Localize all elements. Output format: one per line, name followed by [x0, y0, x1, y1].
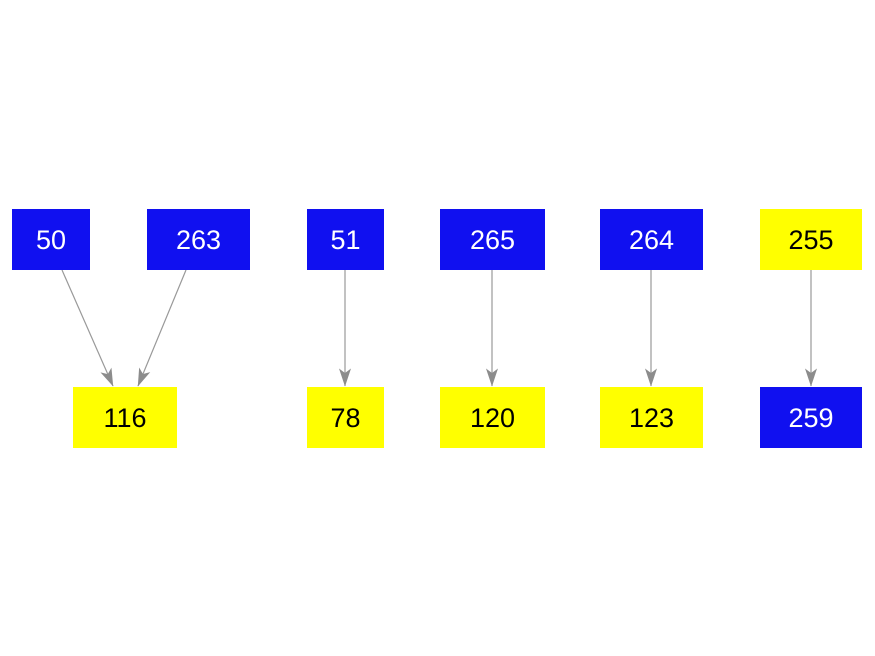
node-259: 259	[760, 387, 862, 448]
node-rect-259	[760, 387, 862, 448]
node-label-259: 259	[788, 403, 833, 433]
node-rect-116	[73, 387, 177, 448]
node-label-263: 263	[176, 225, 221, 255]
node-rect-263	[147, 209, 250, 270]
node-rect-265	[440, 209, 545, 270]
node-rect-264	[600, 209, 703, 270]
node-rect-78	[307, 387, 384, 448]
node-rect-123	[600, 387, 703, 448]
node-label-116: 116	[103, 403, 146, 433]
node-label-255: 255	[788, 225, 833, 255]
node-116: 116	[73, 387, 177, 448]
node-label-265: 265	[470, 225, 515, 255]
node-51: 51	[307, 209, 384, 270]
node-label-120: 120	[470, 403, 515, 433]
node-255: 255	[760, 209, 862, 270]
edge-263-116	[137, 269, 187, 387]
node-label-51: 51	[330, 225, 360, 255]
node-50: 50	[12, 209, 90, 270]
node-rect-50	[12, 209, 90, 270]
node-label-50: 50	[36, 225, 66, 255]
node-rect-120	[440, 387, 545, 448]
node-265: 265	[440, 209, 545, 270]
node-label-78: 78	[330, 403, 360, 433]
node-label-123: 123	[629, 403, 674, 433]
node-123: 123	[600, 387, 703, 448]
node-78: 78	[307, 387, 384, 448]
node-264: 264	[600, 209, 703, 270]
node-263: 263	[147, 209, 250, 270]
edge-50-116	[61, 269, 114, 387]
node-120: 120	[440, 387, 545, 448]
node-rect-255	[760, 209, 862, 270]
node-rect-51	[307, 209, 384, 270]
node-label-264: 264	[629, 225, 674, 255]
